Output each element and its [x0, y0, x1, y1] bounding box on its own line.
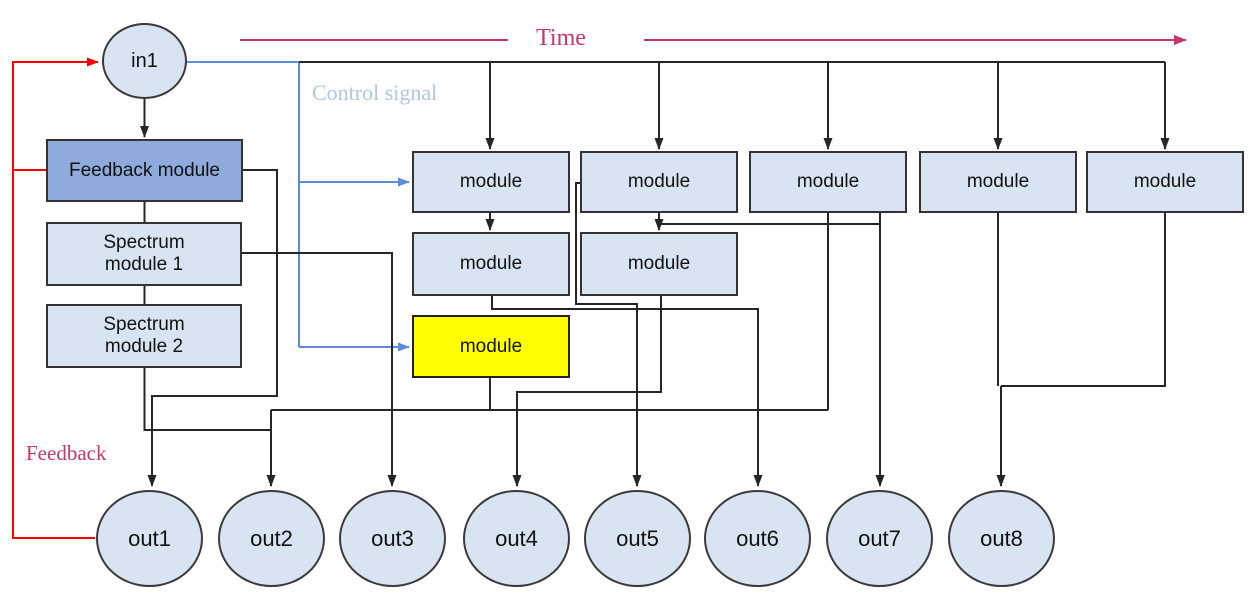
- time-module-r1c1-label: module: [459, 171, 523, 193]
- output-node-out8: out8: [948, 490, 1055, 587]
- time-module-r1c3-label: module: [796, 171, 860, 193]
- time-module-r1c5: module: [1086, 151, 1244, 213]
- feedback-module-box: Feedback module: [46, 139, 243, 202]
- output-node-out1: out1: [96, 490, 203, 587]
- control-signal-label: Control signal: [312, 80, 438, 105]
- output-node-out6: out6: [704, 490, 811, 587]
- spectrum-module-1-box: Spectrum module 1: [46, 222, 242, 286]
- input-node-in1: in1: [102, 23, 187, 99]
- output-node-out3-label: out3: [371, 525, 414, 551]
- feedback-label: Feedback: [26, 441, 107, 465]
- output-node-out4-label: out4: [495, 525, 538, 551]
- output-node-out6-label: out6: [736, 525, 779, 551]
- spectrum-module-2-box: Spectrum module 2: [46, 304, 242, 368]
- yellow-module-label: module: [459, 335, 523, 357]
- time-module-r2c1: module: [412, 232, 570, 296]
- time-module-r1c2: module: [580, 151, 738, 213]
- output-node-out5-label: out5: [616, 525, 659, 551]
- spectrum-module-1-label: Spectrum module 1: [103, 232, 185, 275]
- output-node-out2: out2: [218, 490, 325, 587]
- output-node-out5: out5: [584, 490, 691, 587]
- output-node-out3: out3: [339, 490, 446, 587]
- output-node-out2-label: out2: [250, 525, 293, 551]
- output-node-out8-label: out8: [980, 525, 1023, 551]
- feedback-module-label: Feedback module: [68, 159, 221, 181]
- time-module-r1c3: module: [749, 151, 907, 213]
- time-module-r2c2-label: module: [627, 253, 691, 275]
- yellow-module-box: module: [412, 315, 570, 378]
- output-node-out4: out4: [463, 490, 570, 587]
- time-module-r1c4: module: [919, 151, 1077, 213]
- time-module-r1c4-label: module: [966, 171, 1030, 193]
- input-node-label: in1: [131, 49, 158, 72]
- spectrum-module-2-label: Spectrum module 2: [103, 314, 185, 357]
- time-module-r1c5-label: module: [1133, 171, 1197, 193]
- time-module-r1c2-label: module: [627, 171, 691, 193]
- signal-wires: [140, 61, 1170, 487]
- time-module-r2c2: module: [580, 232, 738, 296]
- output-node-out7: out7: [826, 490, 933, 587]
- time-axis-label: Time: [536, 25, 586, 51]
- time-module-r2c1-label: module: [459, 253, 523, 275]
- output-node-out1-label: out1: [128, 525, 171, 551]
- feedback-wire: [12, 57, 99, 539]
- output-node-out7-label: out7: [858, 525, 901, 551]
- time-module-r1c1: module: [412, 151, 570, 213]
